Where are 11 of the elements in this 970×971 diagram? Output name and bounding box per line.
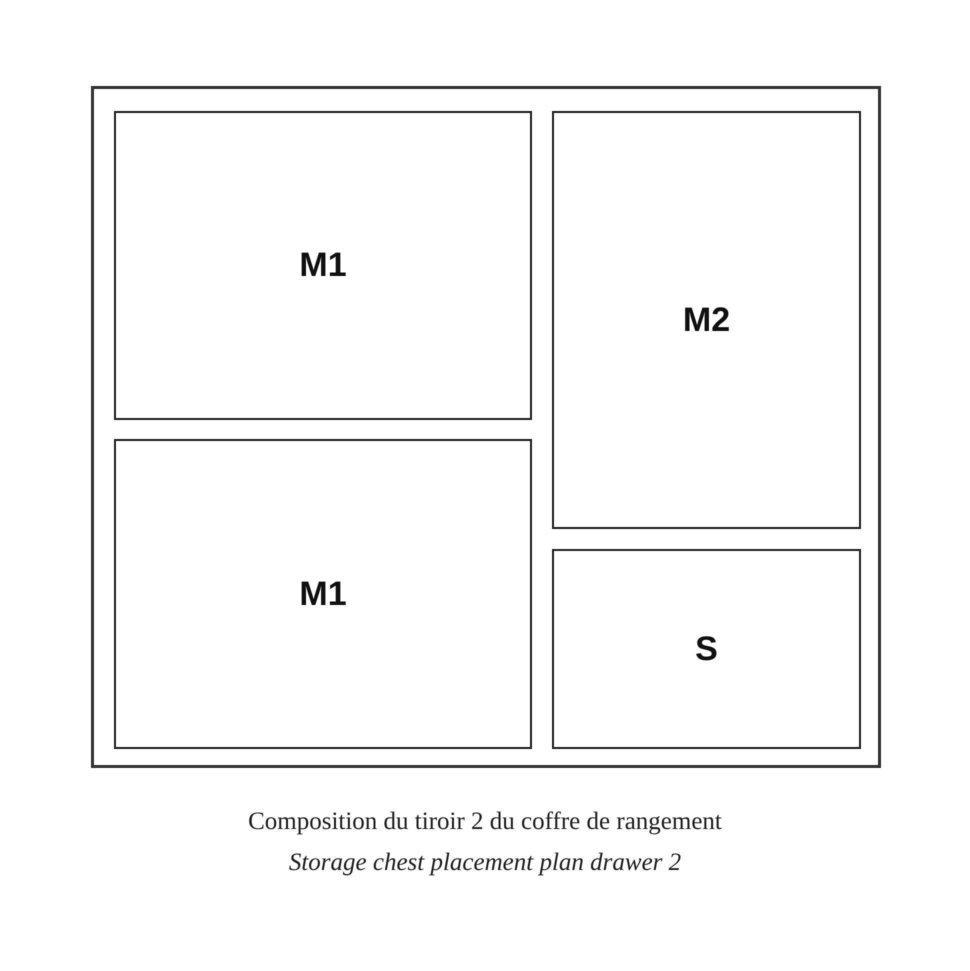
caption: Composition du tiroir 2 du coffre de rangement (248, 808, 722, 835)
compartment (114, 111, 532, 420)
compartment (552, 111, 861, 529)
compartment-label: M1 (299, 246, 347, 285)
compartment-label: M2 (682, 300, 730, 340)
drawer-outline (91, 86, 881, 768)
caption-translation: Storage chest placement plan drawer 2 (288, 849, 682, 876)
compartment (114, 439, 532, 749)
compartment-label: M1 (299, 574, 347, 614)
compartment-label: S (695, 630, 718, 668)
compartment (552, 549, 861, 749)
